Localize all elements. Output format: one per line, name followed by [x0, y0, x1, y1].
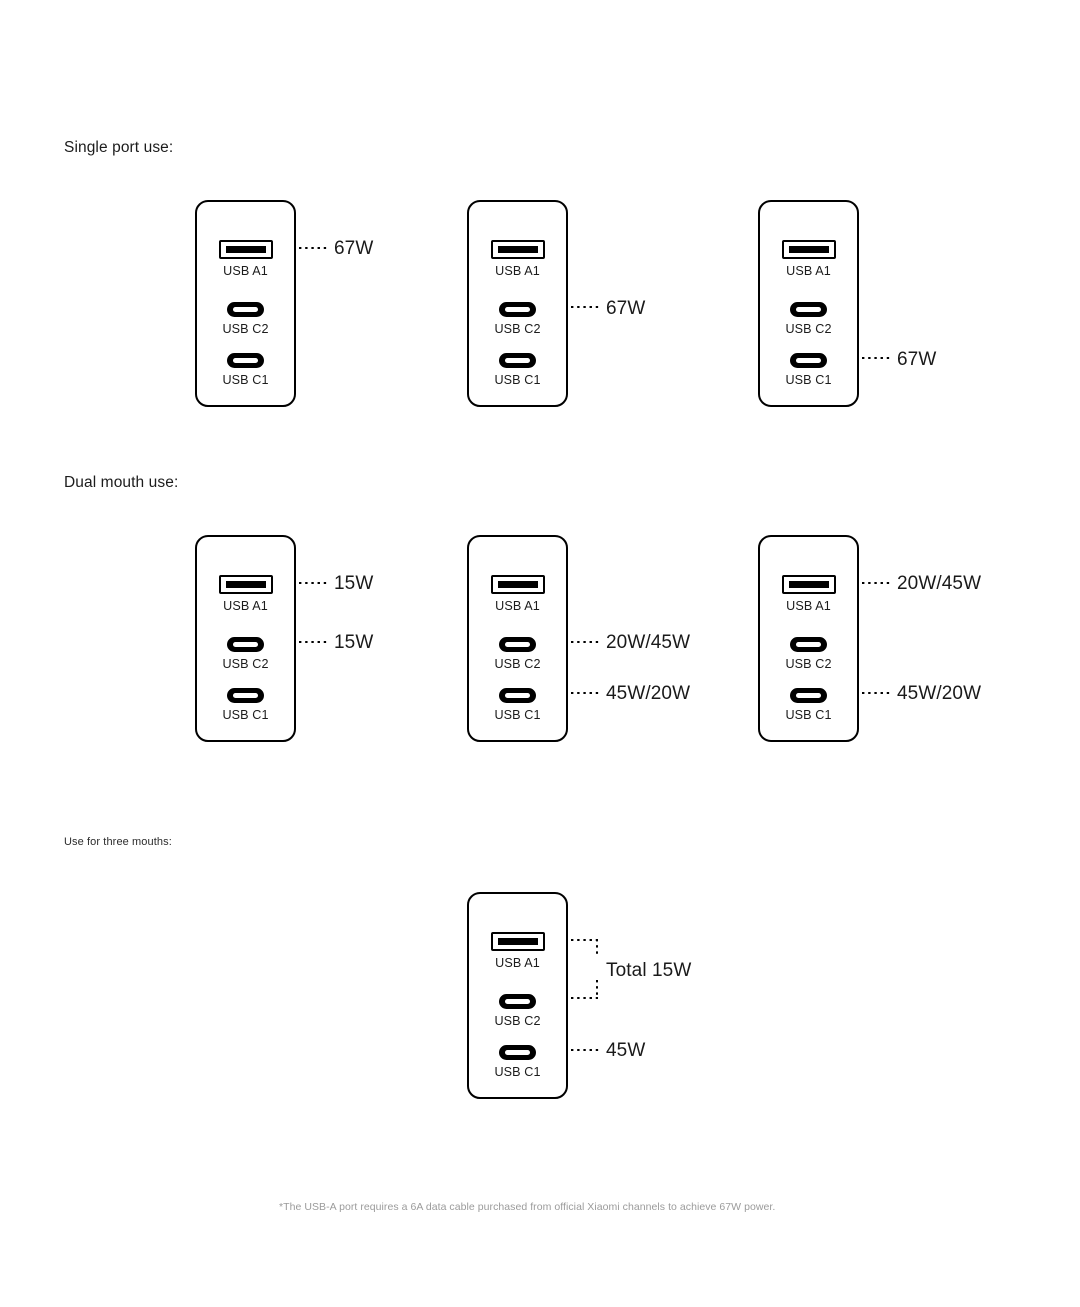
usb-c-port-icon — [227, 688, 264, 703]
port-usb-c1[interactable]: USB C1 — [197, 353, 294, 387]
usb-c-port-icon — [499, 302, 536, 317]
charger-diagram-dual-a1-c2: USB A1 USB C2 USB C1 — [195, 535, 296, 742]
usb-c-port-icon — [499, 1045, 536, 1060]
usb-c-port-icon — [499, 994, 536, 1009]
leader-line-dual-mid-c2 — [571, 641, 600, 643]
port-usb-c2[interactable]: USB C2 — [197, 637, 294, 671]
port-usb-c1[interactable]: USB C1 — [760, 353, 857, 387]
port-usb-a1[interactable]: USB A1 — [469, 240, 566, 278]
leader-line-dual-c2 — [299, 641, 328, 643]
power-value-dual-a1: 15W — [334, 573, 374, 594]
port-label-c1: USB C1 — [785, 373, 832, 387]
leader-line-dual-a1 — [299, 582, 328, 584]
port-usb-c1[interactable]: USB C1 — [469, 353, 566, 387]
footnote-text: *The USB-A port requires a 6A data cable… — [279, 1201, 776, 1213]
port-label-a1: USB A1 — [495, 599, 540, 613]
usb-c-port-icon — [227, 302, 264, 317]
port-usb-a1[interactable]: USB A1 — [469, 575, 566, 613]
power-value-dual-c2: 15W — [334, 632, 374, 653]
port-label-c2: USB C2 — [494, 1014, 541, 1028]
port-usb-c1[interactable]: USB C1 — [469, 688, 566, 722]
leader-line-dual-mid-c1 — [571, 692, 600, 694]
port-usb-a1[interactable]: USB A1 — [760, 575, 857, 613]
port-usb-a1[interactable]: USB A1 — [760, 240, 857, 278]
port-usb-a1[interactable]: USB A1 — [197, 575, 294, 613]
usb-c-port-icon — [499, 353, 536, 368]
power-value-single-c2: 67W — [606, 298, 646, 319]
power-value-dual-right-c1: 45W/20W — [897, 683, 982, 704]
power-value-dual-right-a1: 20W/45W — [897, 573, 982, 594]
section-label-dual-mouth: Dual mouth use: — [64, 474, 179, 491]
usb-c-port-icon — [227, 637, 264, 652]
power-value-dual-mid-c1: 45W/20W — [606, 683, 691, 704]
leader-line-single-c1 — [862, 357, 891, 359]
usb-a-port-icon — [781, 575, 836, 594]
usb-c-port-icon — [499, 688, 536, 703]
charger-diagram-triple: USB A1 USB C2 USB C1 — [467, 892, 568, 1099]
usb-a-port-icon — [218, 575, 273, 594]
port-usb-c2[interactable]: USB C2 — [760, 637, 857, 671]
usb-a-port-icon — [490, 932, 545, 951]
usb-c-port-icon — [790, 353, 827, 368]
charger-diagram-single-c2: USB A1 USB C2 USB C1 — [467, 200, 568, 407]
power-value-triple-combined: Total 15W — [606, 960, 692, 981]
port-usb-c2[interactable]: USB C2 — [469, 637, 566, 671]
port-label-c1: USB C1 — [785, 708, 832, 722]
port-label-c2: USB C2 — [222, 657, 269, 671]
section-label-three-mouths: Use for three mouths: — [64, 836, 172, 848]
port-usb-c1[interactable]: USB C1 — [197, 688, 294, 722]
leader-line-single-a1 — [299, 247, 328, 249]
port-label-a1: USB A1 — [223, 264, 268, 278]
port-label-c2: USB C2 — [494, 322, 541, 336]
usb-a-port-icon — [218, 240, 273, 259]
port-usb-c2[interactable]: USB C2 — [469, 994, 566, 1028]
port-usb-c1[interactable]: USB C1 — [760, 688, 857, 722]
port-label-c2: USB C2 — [785, 657, 832, 671]
usb-c-port-icon — [499, 637, 536, 652]
charger-diagram-dual-a1-c1: USB A1 USB C2 USB C1 — [758, 535, 859, 742]
power-value-single-c1: 67W — [897, 349, 937, 370]
power-value-triple-c1: 45W — [606, 1040, 646, 1061]
port-usb-c2[interactable]: USB C2 — [197, 302, 294, 336]
charger-diagram-single-a1: USB A1 USB C2 USB C1 — [195, 200, 296, 407]
port-label-a1: USB A1 — [495, 264, 540, 278]
leader-line-triple-a1 — [571, 939, 598, 941]
port-label-a1: USB A1 — [786, 264, 831, 278]
port-label-c2: USB C2 — [494, 657, 541, 671]
port-label-a1: USB A1 — [495, 956, 540, 970]
port-usb-c2[interactable]: USB C2 — [469, 302, 566, 336]
usb-c-port-icon — [227, 353, 264, 368]
port-usb-a1[interactable]: USB A1 — [197, 240, 294, 278]
power-value-dual-mid-c2: 20W/45W — [606, 632, 691, 653]
usb-a-port-icon — [490, 240, 545, 259]
port-label-c1: USB C1 — [222, 373, 269, 387]
port-usb-c2[interactable]: USB C2 — [760, 302, 857, 336]
power-value-single-a1: 67W — [334, 238, 374, 259]
port-label-c2: USB C2 — [785, 322, 832, 336]
port-label-c1: USB C1 — [222, 708, 269, 722]
usb-a-port-icon — [490, 575, 545, 594]
usb-c-port-icon — [790, 637, 827, 652]
port-usb-c1[interactable]: USB C1 — [469, 1045, 566, 1079]
port-usb-a1[interactable]: USB A1 — [469, 932, 566, 970]
leader-line-dual-right-a1 — [862, 582, 891, 584]
port-label-c1: USB C1 — [494, 1065, 541, 1079]
leader-bracket-stub-top — [596, 939, 598, 957]
leader-bracket-stub-bottom — [596, 980, 598, 999]
charger-diagram-dual-c2-c1: USB A1 USB C2 USB C1 — [467, 535, 568, 742]
port-label-a1: USB A1 — [786, 599, 831, 613]
port-label-a1: USB A1 — [223, 599, 268, 613]
leader-line-single-c2 — [571, 306, 600, 308]
leader-line-dual-right-c1 — [862, 692, 891, 694]
port-label-c1: USB C1 — [494, 373, 541, 387]
section-label-single-port: Single port use: — [64, 139, 174, 156]
leader-line-triple-c2 — [571, 997, 598, 999]
leader-line-triple-c1 — [571, 1049, 600, 1051]
usb-a-port-icon — [781, 240, 836, 259]
usb-c-port-icon — [790, 688, 827, 703]
usb-c-port-icon — [790, 302, 827, 317]
charger-diagram-single-c1: USB A1 USB C2 USB C1 — [758, 200, 859, 407]
port-label-c1: USB C1 — [494, 708, 541, 722]
port-label-c2: USB C2 — [222, 322, 269, 336]
